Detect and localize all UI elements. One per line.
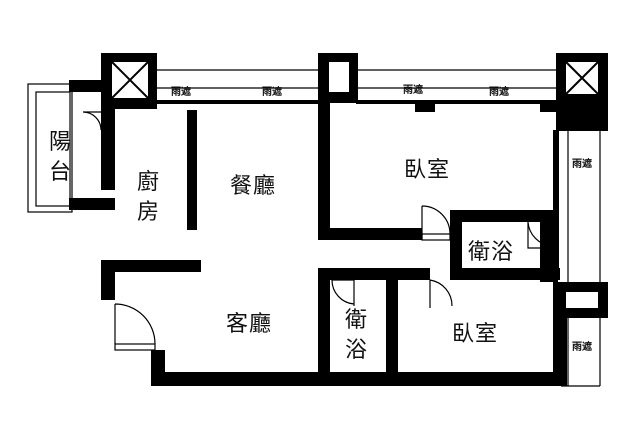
room-label-bathroom-right: 衛浴 [468,240,515,265]
window-label: 雨遮 [572,342,592,353]
wall [450,268,560,280]
wall [540,100,560,112]
wall [318,228,422,240]
room-label-second-bedroom: 臥室 [452,322,499,347]
window-label: 雨遮 [403,85,423,96]
door-swing [114,303,156,345]
wall [318,268,430,280]
wall [356,100,556,104]
wall [450,210,462,280]
door-swing [429,279,453,308]
partition [187,110,197,230]
door-leaf [114,343,156,351]
door-swing [331,279,355,306]
wall [318,100,330,240]
wall [553,130,559,280]
room-label-living: 客廳 [226,312,273,337]
door-swing [527,221,553,249]
wall [540,212,558,282]
room-label-dining: 餐廳 [230,174,277,199]
wall [415,100,435,112]
room-label-kitchen: 廚房 [136,170,159,225]
window-label: 雨遮 [262,87,282,98]
wall [69,198,115,210]
column-void [566,292,598,308]
wall [318,268,330,378]
window-label: 雨遮 [572,159,592,170]
window-label: 雨遮 [171,87,191,98]
wall [450,210,554,222]
wall [386,268,398,378]
door-swing [82,111,102,131]
window-label: 雨遮 [489,87,509,98]
wall [151,372,561,386]
column-cross [111,61,149,99]
wall [101,100,115,190]
column-void [329,62,349,92]
wall [69,80,103,92]
room-label-balcony: 陽台 [48,130,71,185]
door-swing [421,205,451,240]
room-label-master-bedroom: 臥室 [404,158,451,183]
column-cross [565,61,599,95]
room-label-bathroom-middle: 衛浴 [344,308,367,363]
wall [101,260,201,272]
wall [155,100,320,104]
